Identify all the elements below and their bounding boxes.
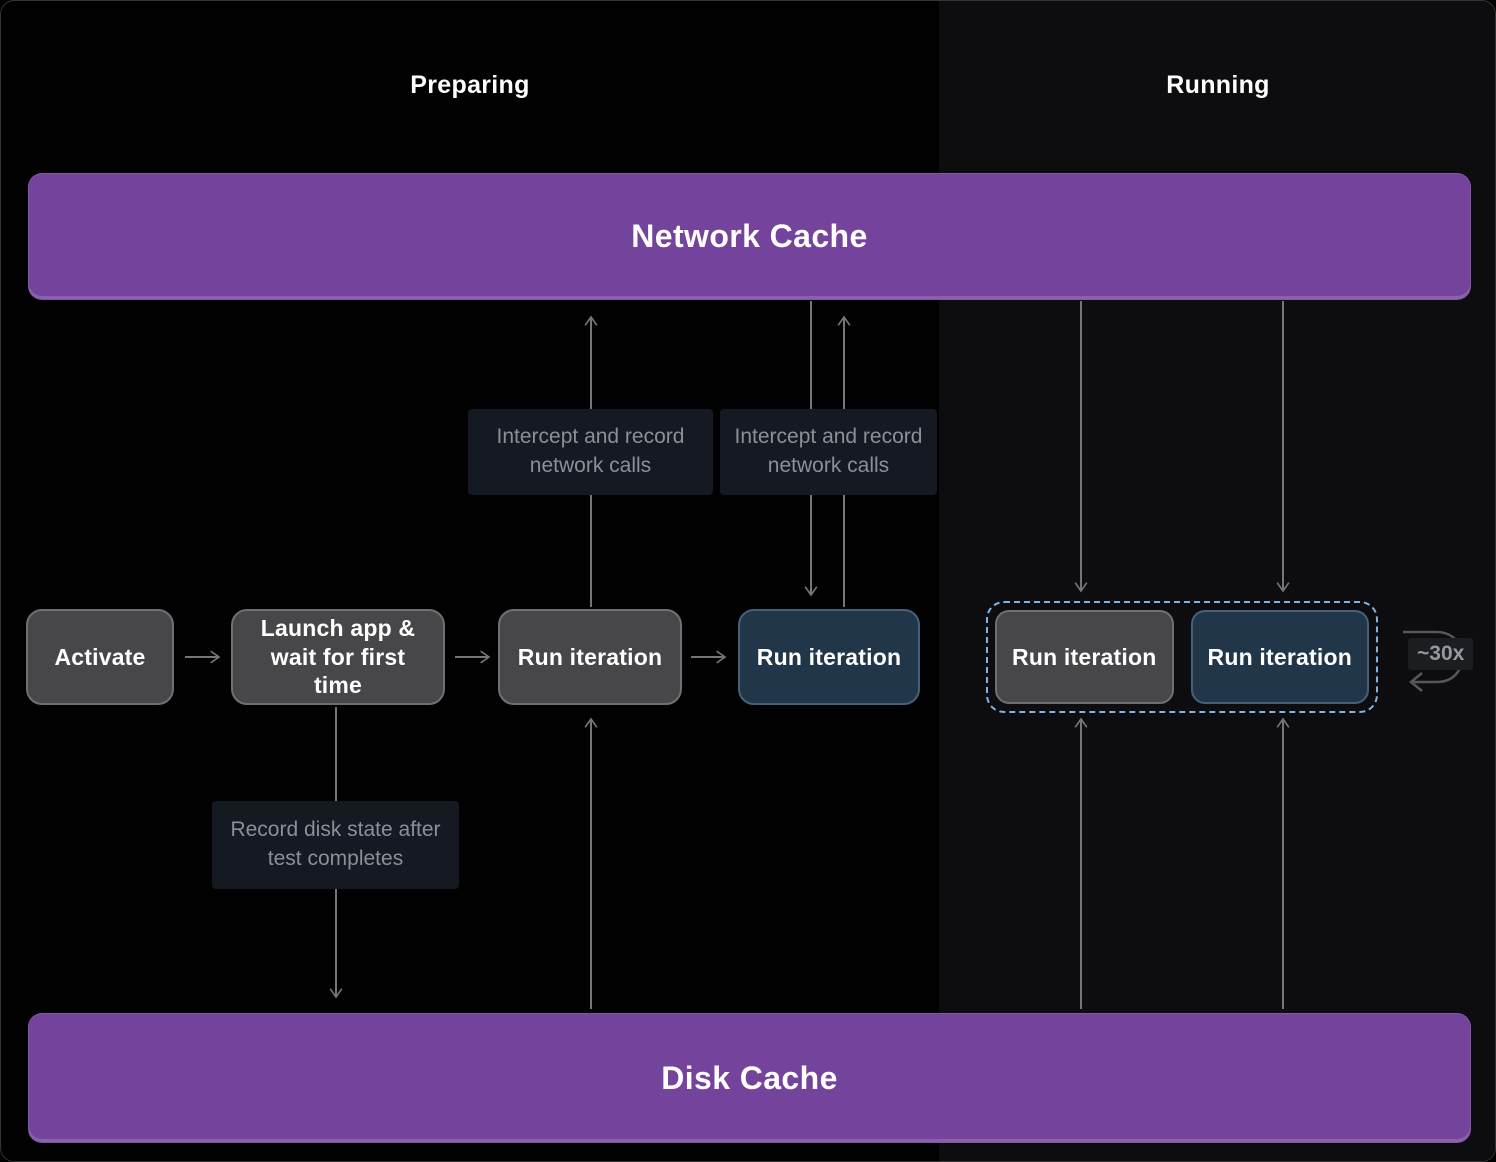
- disk-cache-bar: Disk Cache: [28, 1013, 1471, 1143]
- step-run-iteration-running-b: Run iteration: [1190, 610, 1369, 704]
- repeat-group-outline: Run iteration Run iteration: [986, 601, 1378, 713]
- note-record-disk-state: Record disk state after test completes: [212, 801, 459, 889]
- step-launch-app: Launch app & wait for first time: [231, 609, 445, 705]
- step-run-iteration-record: Run iteration: [738, 609, 920, 705]
- section-title-running: Running: [1166, 71, 1270, 99]
- step-run-iteration-running-a: Run iteration: [995, 610, 1174, 704]
- step-run-iteration-warmup: Run iteration: [498, 609, 682, 705]
- network-cache-bar: Network Cache: [28, 173, 1471, 300]
- note-intercept-network-calls-2: Intercept and record network calls: [720, 409, 937, 495]
- loop-count-label: ~30x: [1408, 638, 1474, 670]
- note-intercept-network-calls-1: Intercept and record network calls: [468, 409, 713, 495]
- step-activate: Activate: [26, 609, 174, 705]
- section-title-preparing: Preparing: [410, 71, 530, 99]
